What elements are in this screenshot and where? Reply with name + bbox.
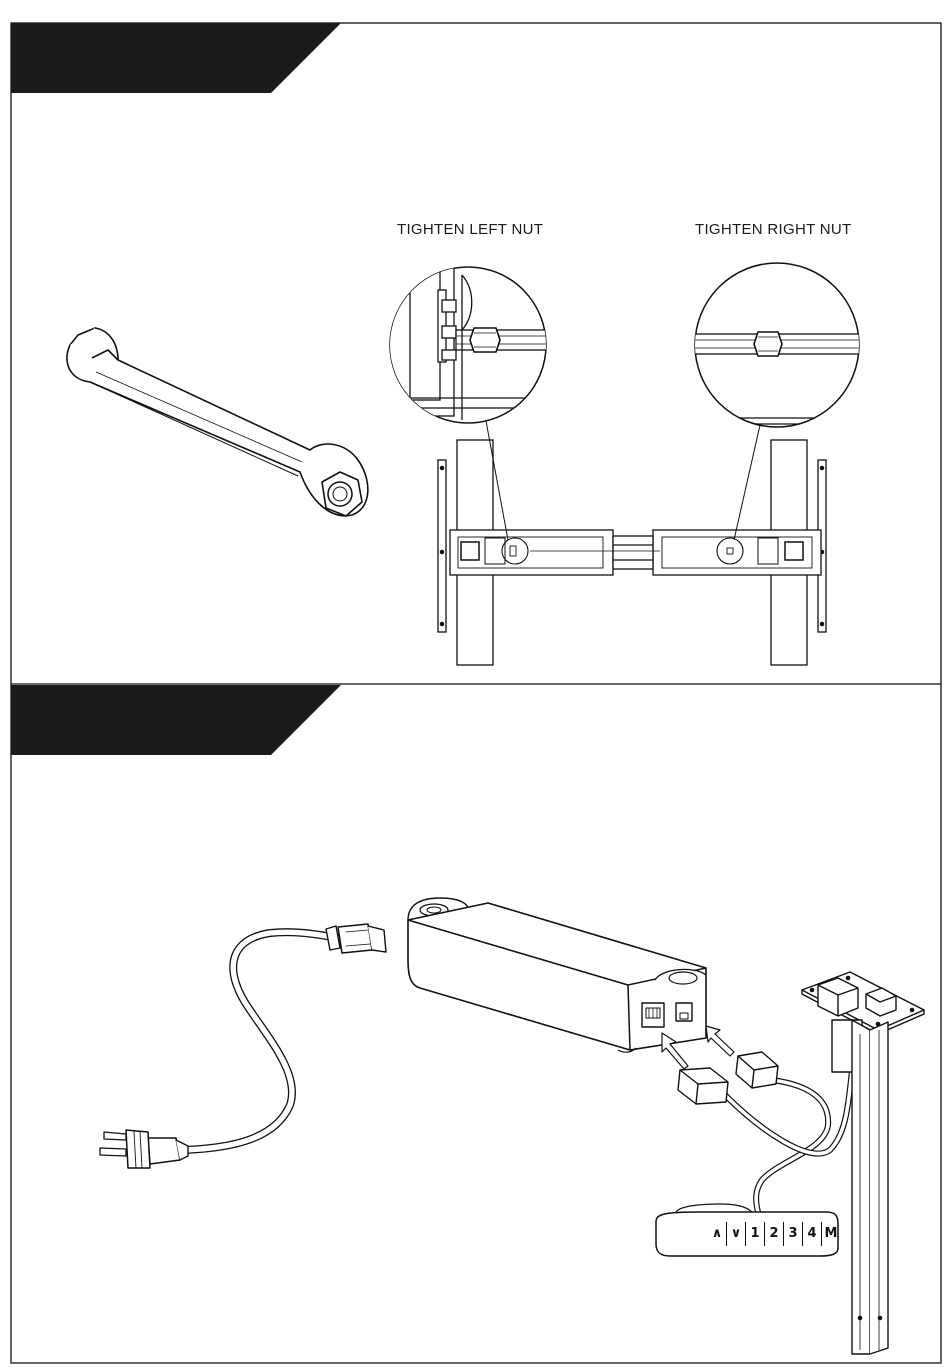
preset-4-button[interactable]: 4 — [802, 1222, 821, 1246]
handset-keypad: ∧ ∨ 1 2 3 4 M — [708, 1222, 840, 1246]
memory-button[interactable]: M — [821, 1222, 840, 1246]
desk-frame-underside — [438, 421, 826, 665]
preset-2-button[interactable]: 2 — [764, 1222, 783, 1246]
step-header-band-bottom — [11, 685, 341, 755]
preset-1-button[interactable]: 1 — [745, 1222, 764, 1246]
step-header-band-top — [11, 23, 341, 93]
right-nut-callout — [690, 263, 870, 427]
tighten-right-nut-label: TIGHTEN RIGHT NUT — [695, 221, 851, 238]
preset-3-button[interactable]: 3 — [783, 1222, 802, 1246]
tighten-left-nut-label: TIGHTEN LEFT NUT — [397, 221, 543, 238]
up-arrow-icon[interactable]: ∧ — [708, 1222, 726, 1246]
left-nut-callout — [384, 266, 576, 423]
control-box-icon — [408, 898, 706, 1052]
leg-column-icon — [802, 972, 924, 1354]
down-arrow-icon[interactable]: ∨ — [726, 1222, 745, 1246]
wrench-icon — [67, 328, 368, 516]
power-cord-icon — [100, 924, 386, 1168]
